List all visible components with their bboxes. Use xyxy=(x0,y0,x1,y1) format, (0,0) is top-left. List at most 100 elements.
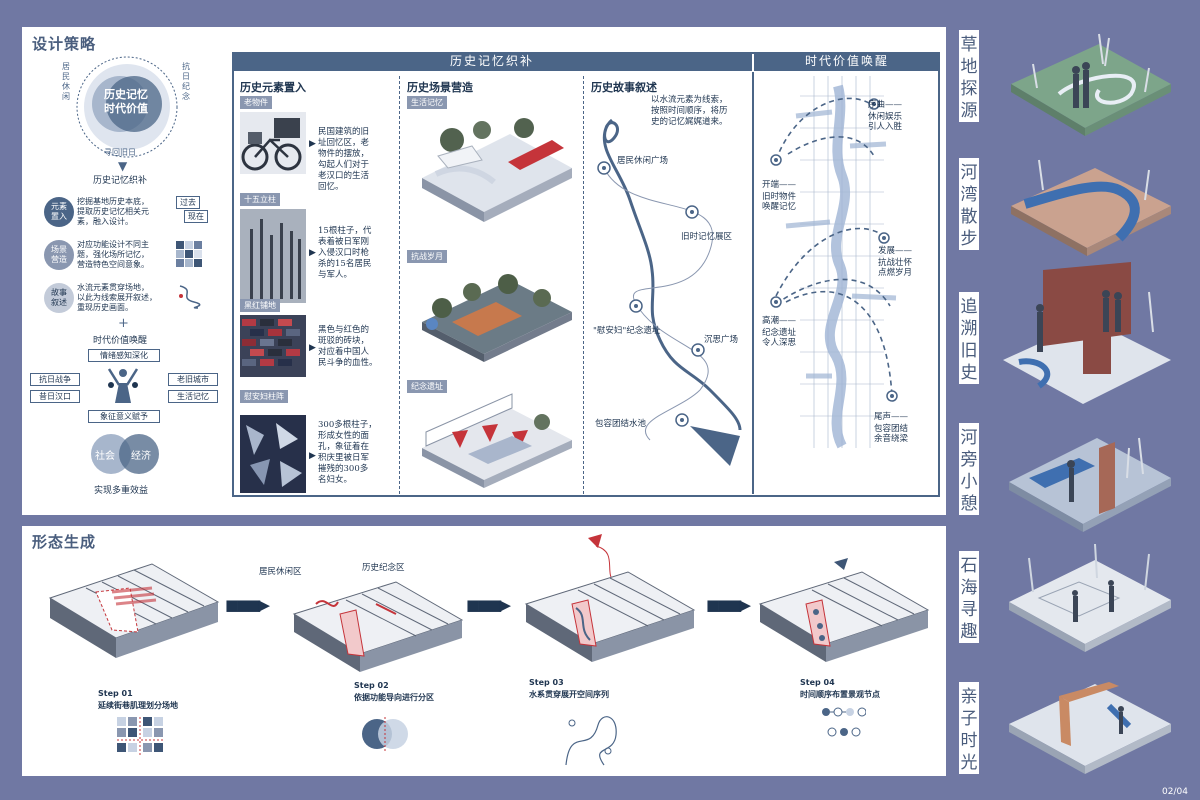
bicycle-artifact-image xyxy=(240,112,306,174)
gradient-arrow-1: ■■■▶ xyxy=(225,596,270,614)
strategy-circle-1: 元素 置入 xyxy=(44,197,74,227)
flow-label-value: 时代价值唤醒 xyxy=(93,336,148,346)
col2-tag-3: 纪念遗址 xyxy=(407,380,447,393)
side-label-1: 草地探源 xyxy=(959,30,979,122)
water-line-icon xyxy=(179,285,201,309)
step-01-num: Step 01 xyxy=(98,689,133,698)
strategy-text-3: 水流元素贯穿场地， 以此为线索展开叙述， 重现历史画面。 xyxy=(77,283,157,312)
timeline-body-2: 旧时物件 唤醒记忆 xyxy=(762,192,797,212)
side-label-2: 河湾散步 xyxy=(959,158,979,250)
ring-center-2: 时代价值 xyxy=(104,102,148,115)
step-04-num: Step 04 xyxy=(800,678,835,687)
pillars-image xyxy=(240,209,306,303)
ring-bottom: 寻回旧日 xyxy=(104,148,136,157)
col1-tag-2: 十五立柱 xyxy=(240,193,280,206)
value-l1-box: 抗日战争 xyxy=(30,373,80,386)
strategy-title: 设计策略 xyxy=(32,35,97,53)
story-label-1: 居民休闲广场 xyxy=(617,156,669,166)
arrow-right-icon: ▶ xyxy=(309,139,316,149)
step-03-model xyxy=(524,534,696,662)
step-03-flow-icon xyxy=(565,716,617,766)
pillar-array-image xyxy=(240,415,306,493)
col3-title: 历史故事叙述 xyxy=(591,81,657,94)
module-riverside-rest xyxy=(1009,437,1171,532)
value-l2-box: 昔日汉口 xyxy=(30,390,80,403)
arrow-right-icon: ▶ xyxy=(309,343,316,353)
water-storyline-diagram xyxy=(597,118,742,466)
people-raising-hands-icon xyxy=(107,368,139,403)
step-03-desc: 水系贯穿展开空间序列 xyxy=(529,690,609,699)
header-value: 时代价值唤醒 xyxy=(754,52,940,71)
timeline-body-5: 包容团结 余音绕梁 xyxy=(874,424,909,444)
step-02-model xyxy=(292,581,464,672)
timeline-head-5: 尾声—— xyxy=(874,412,909,422)
col2-title: 历史场景营造 xyxy=(407,81,473,94)
side-label-5: 石海寻趣 xyxy=(959,551,979,643)
col1-tag-3: 黑红铺地 xyxy=(240,299,280,312)
step-01-grid-icon xyxy=(117,717,163,755)
value-r1-box: 老旧城市 xyxy=(168,373,218,386)
strategy-circle-2: 场景 营造 xyxy=(44,240,74,270)
timeline-head-4: 高潮—— xyxy=(762,316,797,326)
col1-title: 历史元素置入 xyxy=(240,81,306,94)
module-stone-sea xyxy=(1009,543,1171,652)
color-grid-icon xyxy=(176,241,202,267)
zone-label-memorial: 历史纪念区 xyxy=(362,563,405,573)
strategy-circle-3: 故事 叙述 xyxy=(44,283,74,313)
col3-intro: 以水流元素为线索， 按照时间顺序，将历 史的记忆娓娓道来。 xyxy=(651,95,728,127)
step-03-num: Step 03 xyxy=(529,678,564,687)
gradient-arrow-2: ■■■▶ xyxy=(466,596,511,614)
story-label-2: 旧时记忆展区 xyxy=(681,232,733,242)
gradient-arrow-3: ■■■▶ xyxy=(706,596,751,614)
col1-tag-1: 老物件 xyxy=(240,96,272,109)
value-bottom-box: 象征意义赋予 xyxy=(88,410,160,423)
plus-icon: + xyxy=(118,316,129,331)
down-arrow-icon: ▼ xyxy=(118,159,128,173)
form-generation-panel xyxy=(22,526,946,776)
side-label-6: 亲子时光 xyxy=(959,682,979,774)
arrow-right-icon: ▶ xyxy=(309,248,316,258)
step-04-nodes-icon xyxy=(822,707,866,737)
step-02-num: Step 02 xyxy=(354,681,389,690)
venn-diagram xyxy=(91,434,159,474)
timeline-body-4: 纪念遗址 令人深思 xyxy=(762,328,797,348)
zone-label-residential: 居民休闲区 xyxy=(259,567,302,577)
col1-tag-4: 慰安妇柱阵 xyxy=(240,390,288,403)
col-divider-1 xyxy=(399,76,400,494)
col1-text-1: 民国建筑的旧 址回忆区，老 物件的摆放， 勾起人们对于 老汉口的生活 回忆。 xyxy=(318,127,370,192)
col-divider-2 xyxy=(583,76,584,494)
step-02-venn-icon xyxy=(362,717,408,751)
module-grassland xyxy=(1011,33,1171,136)
scene-war-years-diagram xyxy=(422,274,572,362)
col-divider-3 xyxy=(752,72,754,494)
module-history-wall xyxy=(1003,262,1171,404)
flow-label-memory: 历史记忆织补 xyxy=(93,176,148,186)
col1-text-4: 300多根柱子， 形成女性的面 孔，象征着在 积庆里被日军 摧残的300多 名妇… xyxy=(318,420,377,485)
story-label-5: 包容团结水池 xyxy=(595,419,647,429)
timeline-head-3: 发展—— xyxy=(878,246,913,256)
now-box: 现在 xyxy=(184,210,208,223)
result-label: 实现多重效益 xyxy=(94,486,149,496)
ring-center-1: 历史记忆 xyxy=(104,88,148,101)
step-02-desc: 依据功能导向进行分区 xyxy=(354,693,434,702)
black-red-paving-image xyxy=(240,315,306,377)
time-value-grid-diagram xyxy=(770,76,898,449)
step-01-model xyxy=(48,563,220,658)
scene-memorial-site-diagram xyxy=(422,393,572,488)
step-04-model xyxy=(758,558,930,662)
timeline-body-3: 抗战壮怀 点燃岁月 xyxy=(878,258,913,278)
value-top-box: 情绪感知深化 xyxy=(88,349,160,362)
timeline-body-1: 休闲娱乐 引人入胜 xyxy=(868,112,903,132)
value-r2-box: 生活记忆 xyxy=(168,390,218,403)
side-label-4: 河旁小憩 xyxy=(959,423,979,515)
col1-text-3: 黑色与红色的 斑驳的砖块， 对应着中国人 民斗争的血性。 xyxy=(318,325,378,368)
strategy-ring-diagram xyxy=(76,56,178,158)
form-generation-title: 形态生成 xyxy=(32,533,97,551)
strategy-text-2: 对应功能设计不同主 题，强化场所记忆， 营造特色空间意象。 xyxy=(77,240,149,269)
ring-right: 抗日纪念 xyxy=(182,62,190,101)
arrow-right-icon: ▶ xyxy=(309,451,316,461)
story-label-3: "慰安妇"纪念遗址 xyxy=(593,326,661,336)
col2-tag-2: 抗战岁月 xyxy=(407,250,447,263)
step-01-desc: 延续街巷肌理划分场地 xyxy=(98,701,178,710)
past-box: 过去 xyxy=(176,196,200,209)
